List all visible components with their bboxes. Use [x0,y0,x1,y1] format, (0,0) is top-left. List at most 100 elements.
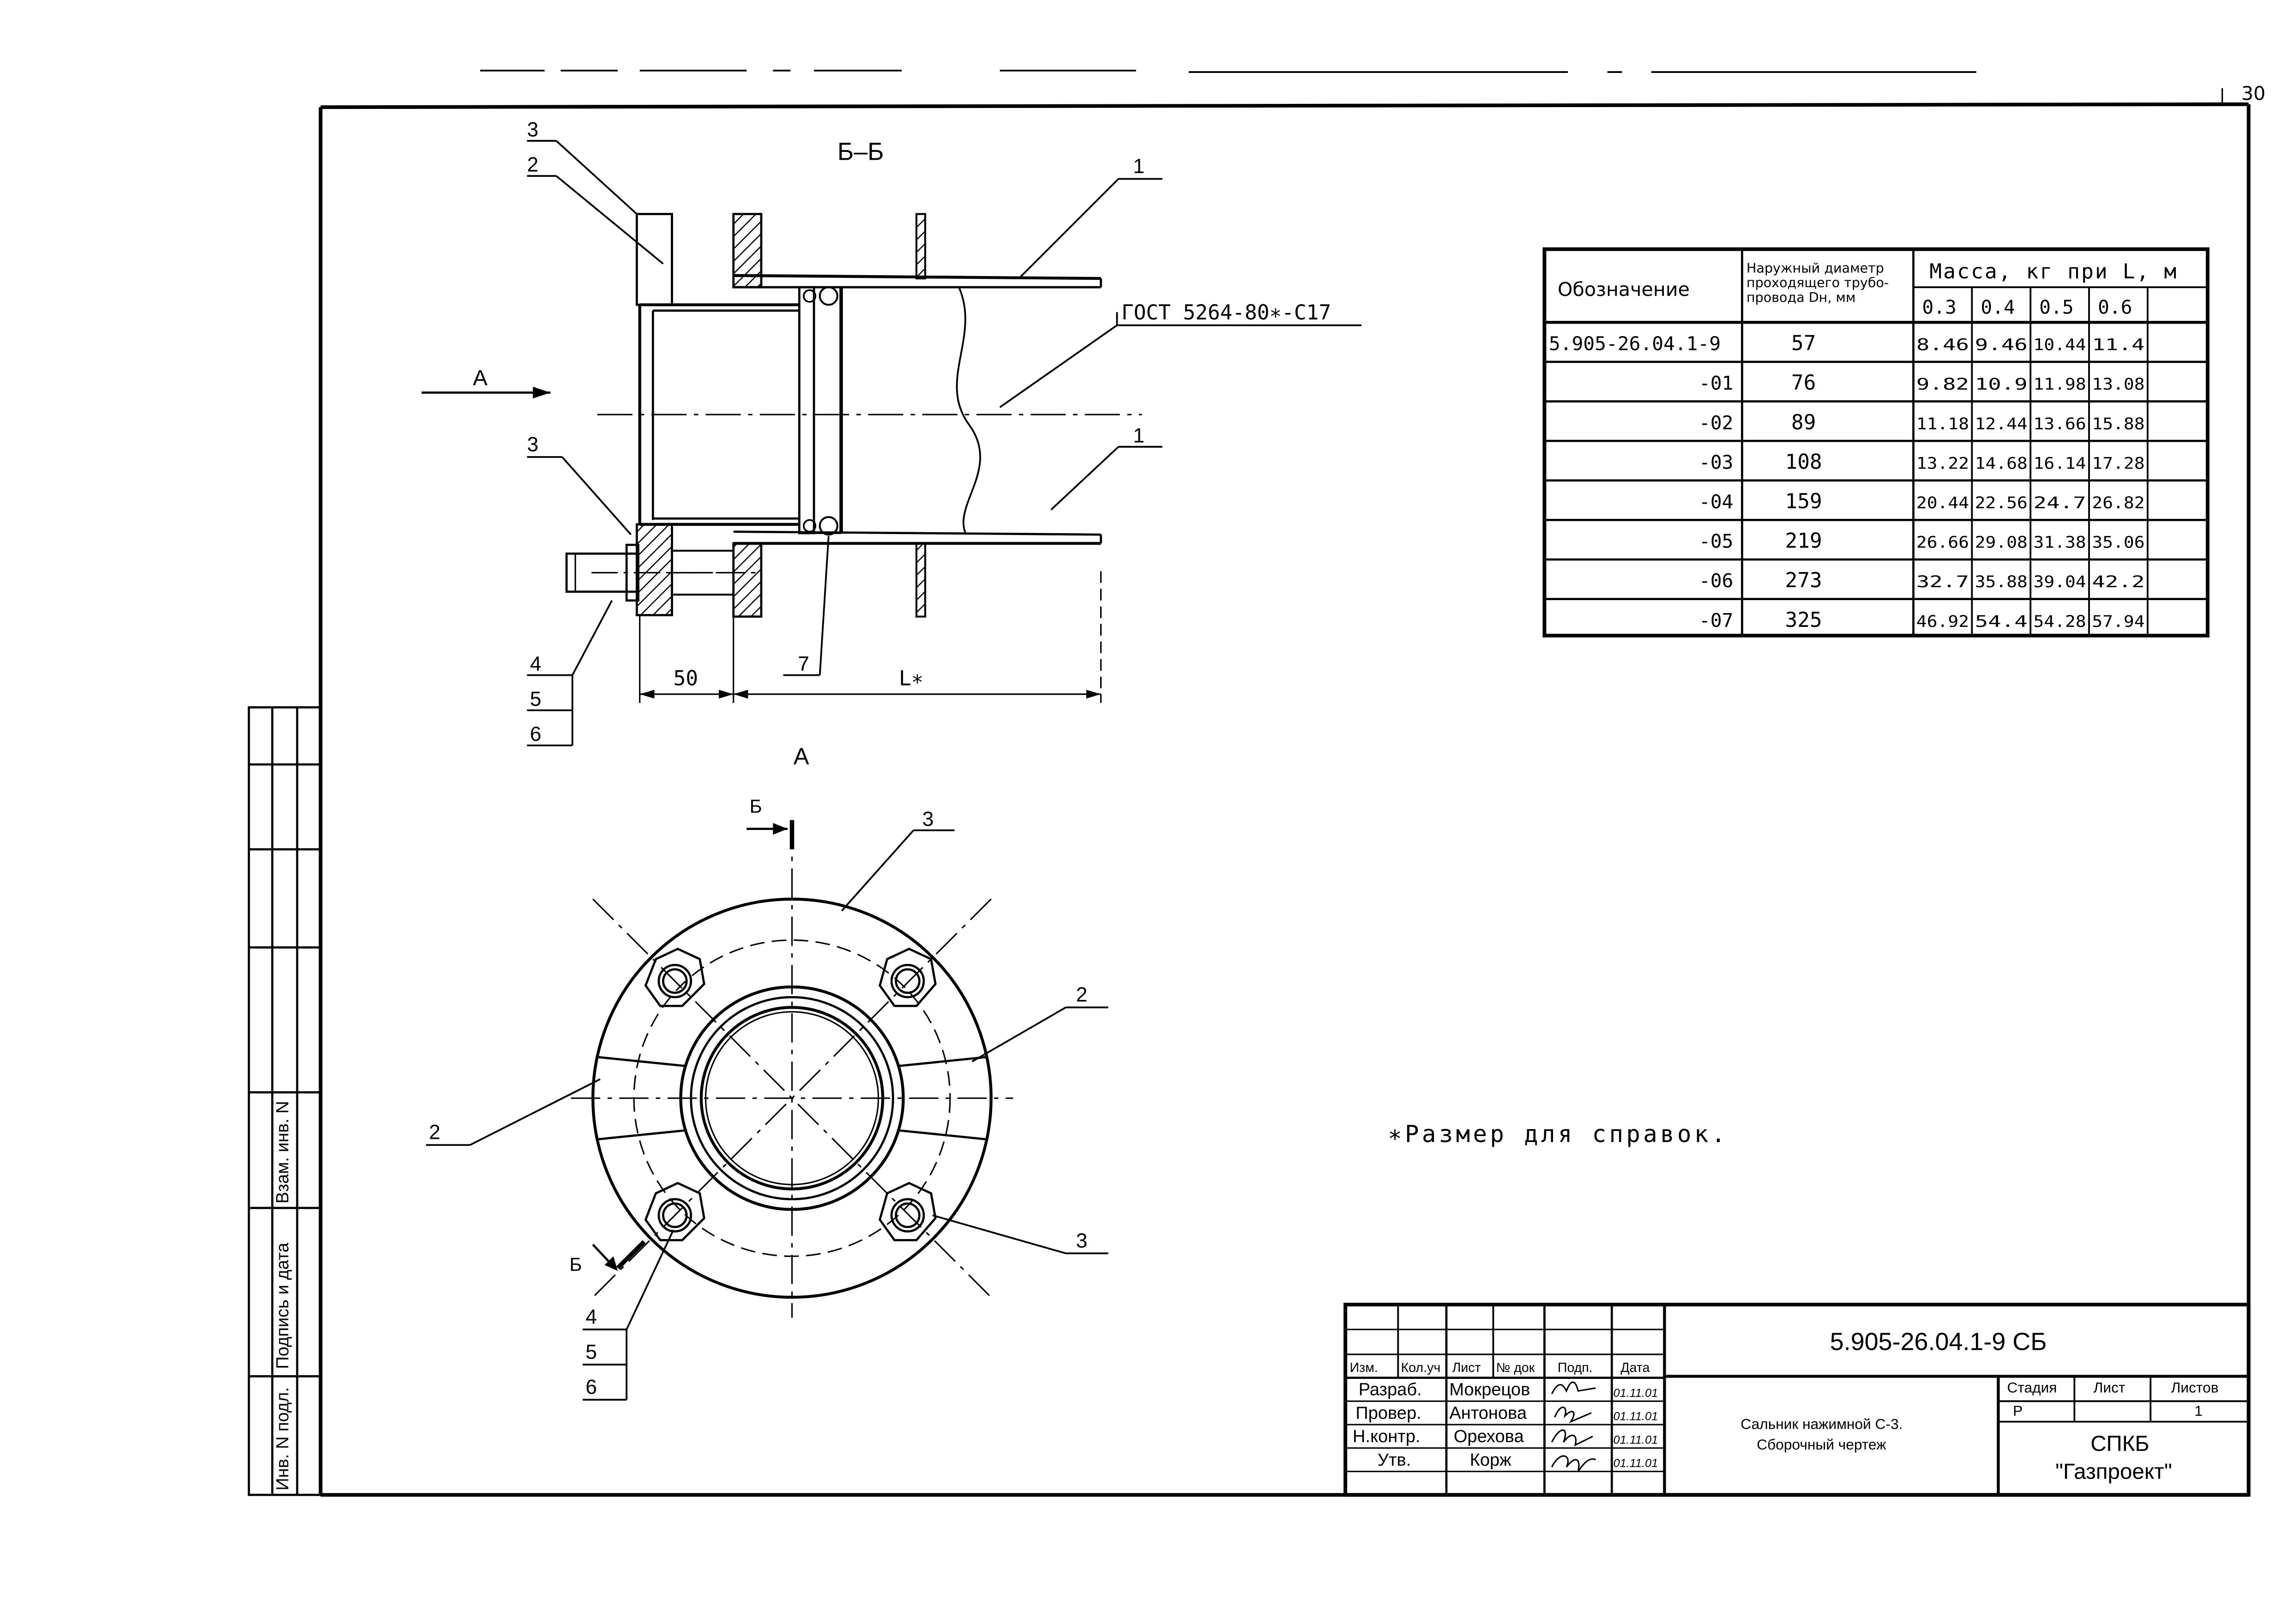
title-block-headers: Изм. Кол.уч Лист № док Подп. Дата [1350,1360,1650,1375]
sheet-header: Лист [2094,1379,2125,1395]
org-line1: СПКБ [2090,1432,2149,1456]
table-cell-diameter: 219 [1785,529,1822,553]
dimension-l: L∗ [899,667,923,691]
table-cell-mass: 31.38 [2034,534,2086,552]
org-line2: "Газпроект" [2055,1459,2172,1484]
callout-5-top: 5 [530,688,542,710]
table-cell-mass: 13.22 [1916,454,1969,473]
table-cell-mass: 16.14 [2034,454,2086,473]
table-cell-diameter: 273 [1785,569,1822,592]
callout-7-top: 7 [798,653,809,675]
callout-2-top: 2 [527,154,539,176]
table-cell-mass: 8.46 [1916,336,1969,355]
table-cell-diameter: 325 [1785,608,1822,632]
table-cell-designation: -05 [1699,530,1733,553]
table-cell-mass: 11.98 [2034,375,2086,394]
name-prover: Антонова [1449,1403,1527,1423]
role-nkontr: Н.контр. [1353,1427,1420,1446]
table-cell-diameter: 108 [1785,450,1822,474]
hdr-izm: Изм. [1350,1360,1378,1375]
stage-value: Р [2013,1402,2023,1419]
table-cell-mass: 57.94 [2092,613,2144,631]
sheets-value: 1 [2194,1402,2203,1419]
table-l-0.5: 0.5 [2039,296,2073,318]
table-cell-mass: 32.7 [1916,573,1969,591]
callout-6-view: 6 [585,1376,597,1398]
table-header-mass: Масса, кг при L, м [1929,260,2178,283]
date-razrab: 01.11.01 [1613,1387,1658,1400]
date-prover: 01.11.01 [1613,1410,1658,1423]
table-cell-mass: 11.18 [1916,415,1969,433]
table-cell-mass: 35.06 [2092,534,2144,552]
table-cell-diameter: 57 [1791,332,1816,355]
table-l-0.6: 0.6 [2098,296,2132,318]
table-l-0.4: 0.4 [1981,296,2015,318]
callout-6-top: 6 [530,723,542,746]
table-header-diameter-2: проходящего трубо- [1746,275,1889,290]
callout-1-mid: 1 [1133,424,1144,447]
stamp-vzam-inv: Взам. инв. N [273,1101,293,1203]
hdr-no-dok: № док [1496,1360,1535,1375]
table-cell-mass: 9.82 [1916,375,1969,394]
mass-table-grid [1542,247,2210,638]
callout-leaders-top [527,140,1162,746]
section-bb-title: Б–Б [837,138,884,165]
table-cell-designation: -02 [1699,412,1733,434]
table-cell-mass: 12.44 [1975,415,2028,433]
table-cell-designation: -04 [1699,491,1733,513]
view-a-arrow-label: А [473,366,488,391]
cut-mark-b-top: Б [750,796,762,817]
table-cell-designation: -01 [1699,372,1733,394]
signature-scribbles [1551,1381,1596,1472]
table-cell-mass: 10.44 [2034,336,2086,355]
table-cell-mass: 29.08 [1975,534,2028,552]
date-utv: 01.11.01 [1613,1457,1658,1470]
dimension-50: 50 [674,667,698,691]
hdr-data: Дата [1620,1360,1650,1375]
table-header-diameter-3: провода Dн, мм [1746,290,1855,305]
reference-note: ∗Размер для справок. [1388,1120,1728,1148]
callout-3-mid: 3 [527,433,539,456]
table-l-0.3: 0.3 [1922,296,1957,318]
callout-5-view: 5 [585,1341,597,1363]
callout-numbers-top: 3 2 1 1 3 4 5 6 7 [527,119,1144,746]
drawing-title-line2: Сборочный чертеж [1757,1436,1886,1453]
title-block-grid [1343,1303,2251,1497]
table-cell-mass: 54.28 [2034,613,2086,631]
callout-2-view-right: 2 [1076,984,1088,1006]
callout-leaders-bottom [426,829,1108,1401]
table-cell-mass: 39.04 [2034,573,2086,591]
callout-3-view-bottom: 3 [1076,1229,1088,1252]
view-a-flange [571,820,1013,1318]
hdr-podp: Подп. [1558,1360,1593,1375]
left-stamp-frame [247,706,322,1496]
title-block-people: Разраб. Мокрецов 01.11.01 Провер. Антоно… [1353,1380,1658,1470]
callout-2-view-left: 2 [429,1121,440,1144]
table-header-diameter-1: Наружный диаметр [1746,260,1884,276]
gost-label: ГОСТ 5264-80∗-С17 [1121,301,1331,325]
title-block-code: 5.905-26.04.1-9 СБ [1830,1328,2047,1355]
stage-header: Стадия [2007,1379,2057,1395]
page-number: 30 [2241,82,2265,104]
gost-leader [999,312,1362,408]
table-cell-designation: -06 [1699,570,1733,592]
top-dashed-line [480,69,1976,73]
table-cell-mass: 24.7 [2034,494,2086,512]
view-a-title: А [794,743,809,770]
table-cell-designation: 5.905-26.04.1-9 [1549,333,1721,355]
callout-1-top: 1 [1133,155,1144,178]
table-cell-mass: 13.08 [2092,375,2144,394]
table-cell-mass: 20.44 [1916,494,1969,512]
table-cell-mass: 15.88 [2092,415,2144,433]
role-utv: Утв. [1378,1450,1411,1470]
table-cell-diameter: 76 [1791,371,1816,395]
sheets-header: Листов [2171,1379,2219,1395]
table-cell-mass: 35.88 [1975,573,2028,591]
callout-3-view-top: 3 [922,808,934,830]
table-cell-mass: 46.92 [1916,613,1969,631]
cut-mark-b-bottom: Б [570,1254,582,1275]
table-cell-mass: 22.56 [1975,494,2028,512]
section-view-bb [421,213,1142,703]
table-header-designation: Обозначение [1558,278,1690,301]
